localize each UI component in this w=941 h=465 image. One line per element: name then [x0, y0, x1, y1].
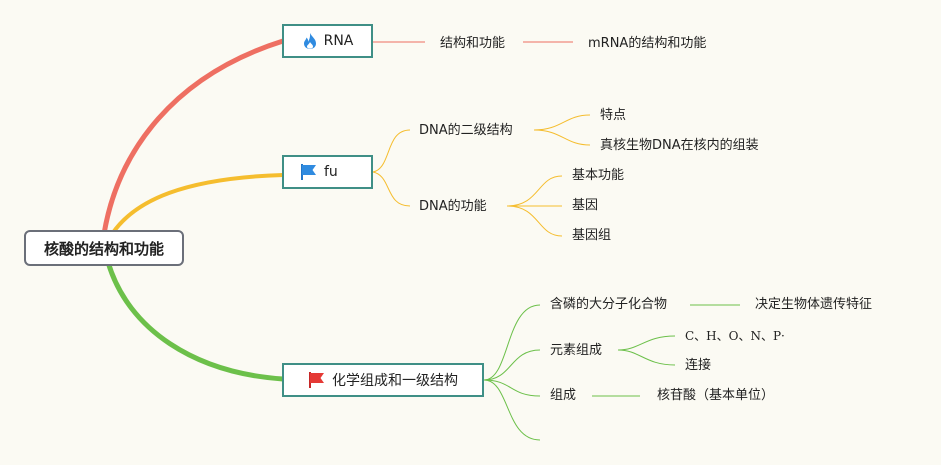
chem-topic[interactable]: 化学组成和一级结构 — [282, 363, 484, 397]
chem-line-composition — [483, 379, 541, 397]
macro-detail-label[interactable]: 决定生物体遗传特征 — [755, 297, 873, 312]
function-item-basic[interactable]: 基本功能 — [572, 168, 625, 183]
fu-branch-line — [110, 173, 285, 236]
function-line-3 — [506, 205, 563, 237]
root-topic-label: 核酸的结构和功能 — [43, 239, 164, 258]
function-item-genome[interactable]: 基因组 — [572, 228, 612, 243]
mrna-structure-label[interactable]: mRNA的结构和功能 — [588, 36, 707, 51]
root-topic[interactable]: 核酸的结构和功能 — [24, 230, 184, 266]
rna-branch-line — [101, 38, 286, 237]
fu-topic[interactable]: fu — [282, 155, 373, 189]
secondary-line-2 — [533, 129, 591, 146]
fire-icon — [302, 32, 318, 50]
chem-line-macro — [483, 304, 541, 381]
macro-compound-label[interactable]: 含磷的大分子化合物 — [550, 297, 668, 312]
elements-line-1 — [617, 335, 676, 351]
dna-secondary-structure[interactable]: DNA的二级结构 — [419, 123, 513, 138]
elements-item-connection[interactable]: 连接 — [685, 358, 712, 373]
fu-line-secondary — [372, 129, 411, 173]
elements-item-atoms[interactable]: C、H、O、N、P· — [685, 329, 785, 343]
composition-label[interactable]: 组成 — [550, 388, 577, 403]
function-line-1 — [506, 175, 563, 207]
dna-function[interactable]: DNA的功能 — [419, 199, 487, 214]
chem-line-extra — [483, 379, 541, 441]
rna-structure-label[interactable]: 结构和功能 — [440, 36, 506, 51]
chem-topic-label: 化学组成和一级结构 — [332, 373, 458, 389]
elements-line-2 — [617, 349, 676, 366]
red-flag-icon — [308, 371, 326, 389]
secondary-item-features[interactable]: 特点 — [600, 108, 627, 123]
fu-line-function — [372, 171, 411, 207]
composition-detail-label[interactable]: 核苷酸（基本单位） — [657, 388, 775, 403]
chem-line-elements — [483, 349, 541, 381]
chem-branch-line — [105, 259, 286, 382]
elements-label[interactable]: 元素组成 — [550, 343, 603, 358]
blue-flag-icon — [300, 163, 318, 181]
function-item-gene[interactable]: 基因 — [572, 198, 599, 213]
secondary-line-1 — [533, 114, 591, 131]
rna-topic-label: RNA — [323, 33, 354, 49]
rna-topic[interactable]: RNA — [282, 24, 373, 58]
secondary-item-assembly[interactable]: 真核生物DNA在核内的组装 — [600, 138, 759, 153]
fu-topic-label: fu — [324, 164, 338, 180]
